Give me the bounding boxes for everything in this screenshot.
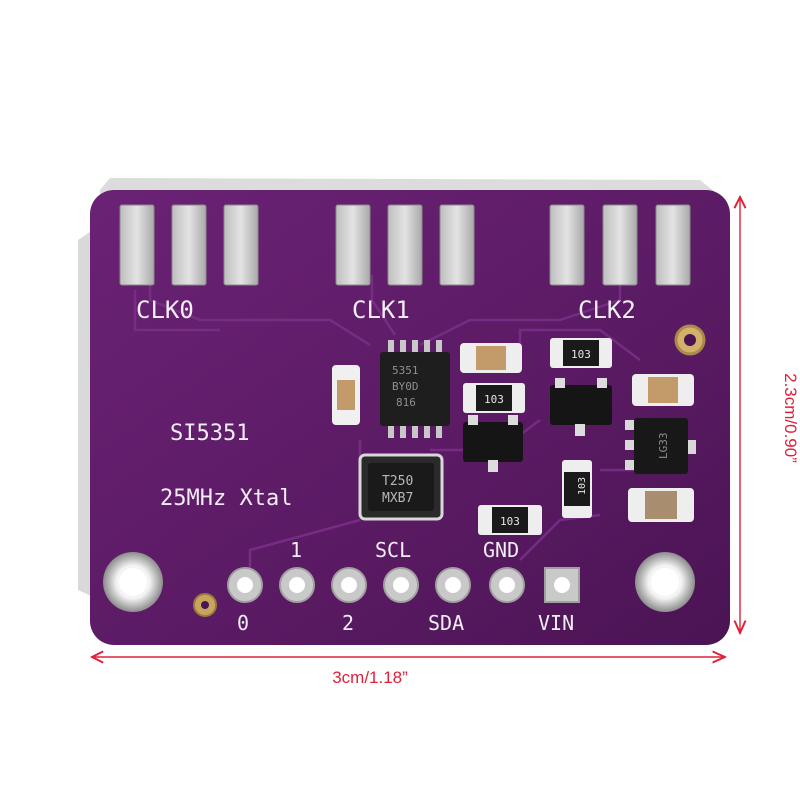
- crystal-marking-line1: T250: [382, 474, 413, 489]
- pin-label-vin: VIN: [538, 611, 574, 635]
- crystal-marking-line2: MXB7: [382, 491, 413, 506]
- height-dimension-label: 2.3cm/0.90”: [781, 373, 800, 463]
- regulator-marking: LG33: [657, 433, 670, 460]
- ic-marking-line2: BY0D: [392, 380, 419, 393]
- clk1-label: CLK1: [352, 296, 410, 324]
- pin-label-scl: SCL: [375, 538, 411, 562]
- clk-pads: [119, 204, 691, 286]
- crystal: T250 MXB7: [358, 453, 444, 521]
- pin-label-sda: SDA: [428, 611, 464, 635]
- ic-marking-line1: 5351: [392, 364, 419, 377]
- ic-marking-line3: 816: [396, 396, 416, 409]
- clk2-label: CLK2: [578, 296, 636, 324]
- header-pins: [227, 567, 580, 603]
- resistor-marking-1: 103: [484, 393, 504, 406]
- pin-label-1: 1: [290, 538, 302, 562]
- resistor-marking-4: 103: [500, 515, 520, 528]
- pin-label-0: 0: [237, 611, 249, 635]
- resistor-marking-2: 103: [571, 348, 591, 361]
- si5351-ic: 5351 BY0D 816: [380, 340, 450, 438]
- capacitors: [332, 343, 694, 522]
- pin-label-gnd: GND: [483, 538, 519, 562]
- resistors: 103 103 103 103: [463, 338, 612, 535]
- resistor-marking-3: 103: [577, 477, 588, 495]
- crystal-label: 25MHz Xtal: [160, 486, 292, 511]
- width-dimension-label: 3cm/1.18”: [332, 668, 408, 687]
- clk0-label: CLK0: [136, 296, 194, 324]
- voltage-regulator: LG33: [625, 418, 696, 474]
- transistors: [463, 378, 612, 472]
- chip-name-label: SI5351: [170, 421, 249, 446]
- pin-label-2: 2: [342, 611, 354, 635]
